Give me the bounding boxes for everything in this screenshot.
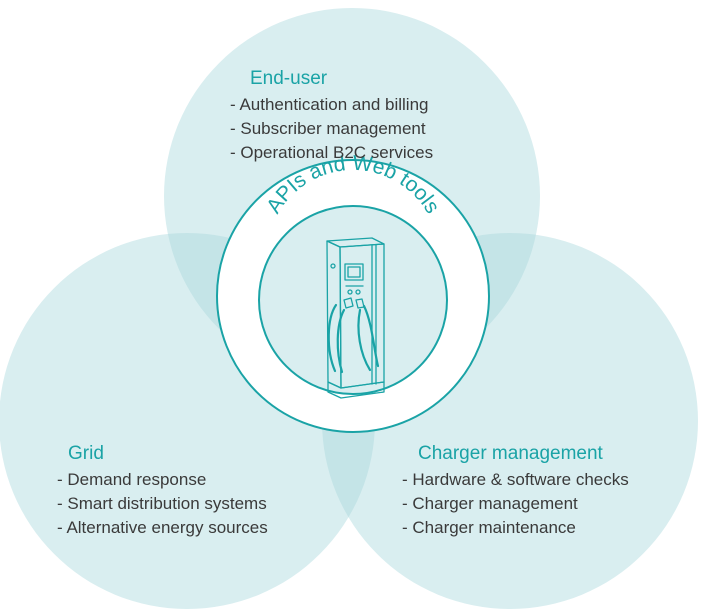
list-item: - Charger management — [402, 494, 578, 513]
section-title-end-user: End-user — [250, 68, 328, 89]
section-end-user: End-user - Authentication and billing - … — [230, 66, 433, 165]
list-item: - Subscriber management — [230, 119, 426, 138]
list-item: - Charger maintenance — [402, 518, 576, 537]
list-item: - Demand response — [57, 470, 207, 489]
list-item: - Hardware & software checks — [402, 470, 629, 489]
section-title-charger-management: Charger management — [418, 443, 603, 464]
center-inner-circle — [258, 205, 448, 395]
ev-charging-station-icon — [326, 237, 385, 399]
list-item: - Smart distribution systems — [57, 494, 267, 513]
list-item: - Alternative energy sources — [57, 518, 268, 537]
list-item: - Operational B2C services — [230, 143, 434, 162]
list-item: - Authentication and billing — [230, 95, 429, 114]
section-title-grid: Grid — [68, 443, 104, 464]
section-grid: Grid - Demand response - Smart distribut… — [57, 441, 268, 540]
section-charger-management: Charger management - Hardware & software… — [402, 441, 629, 540]
